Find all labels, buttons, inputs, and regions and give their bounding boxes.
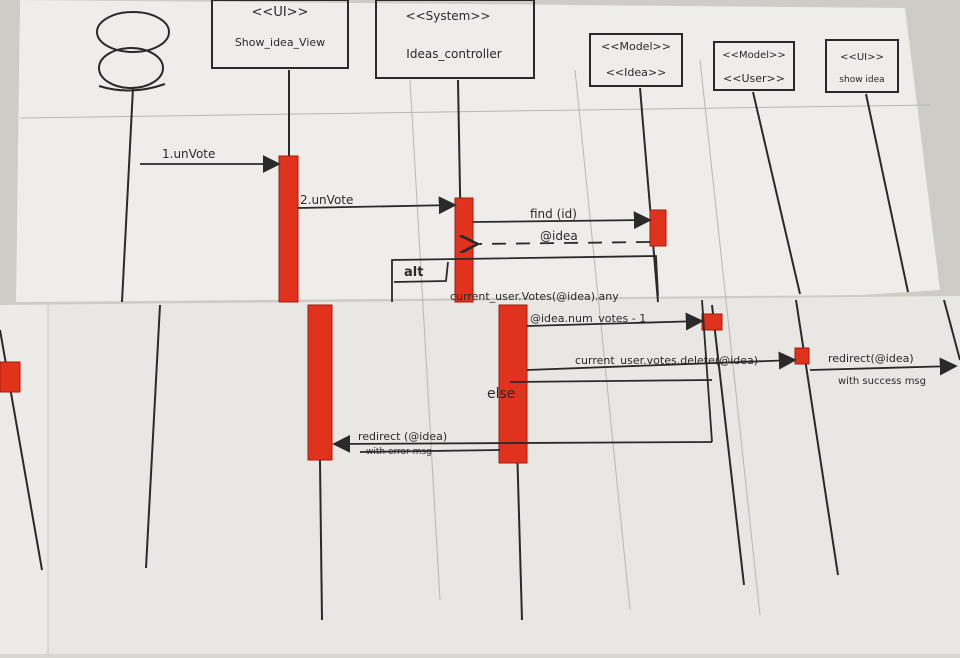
activation-idea-votes — [702, 314, 722, 330]
msg-7-label: current_user.votes.delete(@idea) — [575, 354, 758, 367]
show-idea-stereotype: <<UI>> — [840, 52, 884, 63]
alt-operator-label: alt — [404, 265, 423, 280]
msg-5-label: current_user.Votes(@idea).any — [450, 290, 619, 303]
activation-idea-find — [650, 210, 666, 246]
controller-stereotype: <<System>> — [406, 9, 491, 23]
paper-bottom — [0, 296, 960, 654]
msg-8-label: redirect(@idea) — [828, 352, 914, 365]
else-label: else — [487, 386, 515, 402]
msg-6-label: @idea.num_votes - 1 — [530, 312, 646, 325]
activation-controller-bottom — [499, 305, 527, 463]
msg-3-label: find (id) — [530, 207, 577, 221]
show-view-name: Show_idea_View — [235, 36, 325, 49]
msg-9-sublabel: with error msg — [366, 447, 432, 457]
activation-user-delete — [795, 348, 809, 364]
msg-4-label: @idea — [540, 229, 578, 243]
msg-8-sublabel: with success msg — [838, 376, 926, 387]
msg-9-label: redirect (@idea) — [358, 430, 447, 443]
activation-controller-top — [455, 198, 473, 302]
show-idea-name: show idea — [839, 75, 884, 85]
show-view-stereotype: <<UI>> — [252, 5, 309, 20]
idea-name: <<Idea>> — [606, 66, 667, 79]
controller-name: Ideas_controller — [406, 47, 501, 61]
activation-left-strip — [0, 362, 20, 392]
activation-show-view-bottom — [308, 305, 332, 460]
paper-left-strip — [0, 305, 48, 654]
user-stereotype: <<Model>> — [722, 50, 786, 61]
msg-1-label: 1.unVote — [162, 147, 215, 161]
idea-stereotype: <<Model>> — [601, 40, 671, 53]
user-name: <<User>> — [723, 72, 785, 85]
paper-top — [16, 0, 940, 302]
activation-show-view-top — [279, 156, 298, 302]
msg-2-label: 2.unVote — [300, 193, 353, 207]
